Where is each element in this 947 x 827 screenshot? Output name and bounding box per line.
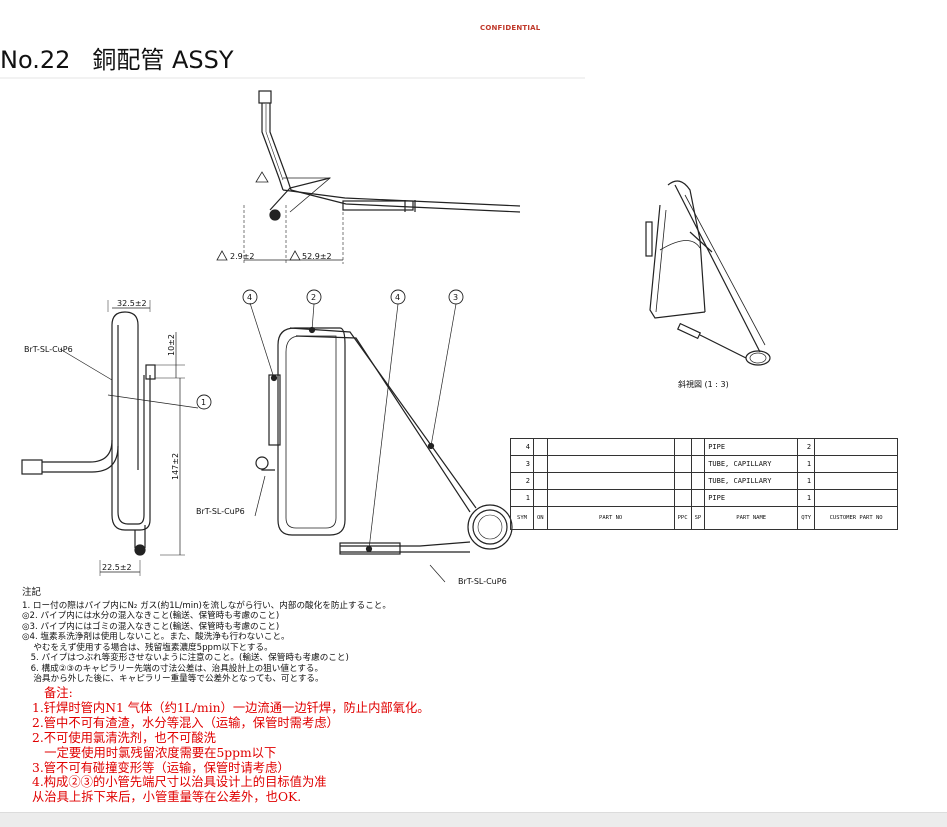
title-number: No.22 <box>0 46 71 74</box>
notes-cn-line: 一定要使用时氯残留浓度需要在5ppm以下 <box>32 745 277 760</box>
notes-jp-heading: 注記 <box>22 587 42 598</box>
table-header-row: SYM ON PART NO PPC SP PART NAME QTY CUST… <box>510 506 899 530</box>
notes-cn-line: 从治具上拆下来后，小管重量等在公差外，也OK. <box>32 790 302 805</box>
table-row: 1 PIPE 1 <box>510 489 899 507</box>
front-view <box>216 90 521 264</box>
notes-jp-line: ◎4. 塩素系洗浄剤は使用しないこと。また、酸洗浄も行わないこと。 <box>22 632 290 642</box>
notes-cn-line: 4.构成②③的小管先端尺寸以治具设计上的目标值为准 <box>32 775 327 790</box>
dim-front-2: 52.9±2 <box>302 252 332 261</box>
confidential-mark: CONFIDENTIAL <box>480 24 541 32</box>
notes-jp-line: 1. ロー付の際はパイプ内にN₂ ガス(約1L/min)を流しながら行い、内部の… <box>22 600 391 611</box>
notes-jp-line: ◎2. パイプ内には水分の混入なきこと(輸送、保管時も考慮のこと) <box>22 611 280 621</box>
viewer-bottom-bar <box>0 812 947 827</box>
iso-caption: 斜視図 (1 : 3) <box>678 379 729 389</box>
notes-japanese: 注記 1. ロー付の際はパイプ内にN₂ ガス(約1L/min)を流しながら行い、… <box>22 587 391 685</box>
notes-jp-line: 治具から外した後に、キャピラリー重量等で公差外となっても、可とする。 <box>22 674 324 684</box>
table-row: 2 TUBE, CAPILLARY 1 <box>510 472 899 490</box>
notes-jp-line: やむをえず使用する場合は、残留塩素濃度5ppm以下とする。 <box>22 642 273 653</box>
notes-cn-line: 2.管中不可有渣渣，水分等混入（运输，保管时需考虑） <box>32 715 339 730</box>
plan-view <box>249 302 513 583</box>
dim-left-top: 32.5±2 <box>117 299 147 308</box>
notes-jp-line: 6. 構成②③のキャピラリー先端の寸法公差は、治具設計上の狙い値とする。 <box>22 663 324 674</box>
page-title: No.22 銅配管 ASSY <box>0 40 234 75</box>
dim-front-1: 2.9±2 <box>230 252 255 261</box>
balloon-2: 2 <box>311 293 316 302</box>
balloon-4a: 4 <box>247 293 252 302</box>
table-row: 4 PIPE 2 <box>510 438 899 456</box>
dim-left-bottom: 22.5±2 <box>102 563 132 572</box>
dim-left-v1: 10±2 <box>167 334 176 356</box>
brazing-label-right: BrT-SL-CuP6 <box>458 577 507 586</box>
notes-cn-line: 2.不可使用氯清洗剂，也不可酸洗 <box>32 730 216 745</box>
balloon-4b: 4 <box>395 293 400 302</box>
left-view <box>21 300 199 576</box>
dim-left-v2: 147±2 <box>171 453 180 480</box>
notes-chinese: 备注: 1.钎焊时管内N1 气体（约1L/min）一边流通一边钎焊，防止内部氧化… <box>32 686 430 805</box>
notes-cn-heading: 备注: <box>44 686 73 700</box>
balloon-1: 1 <box>201 398 206 407</box>
notes-jp-line: 5. パイプはつぶれ等変形させないように注意のこと。(輸送、保管時も考慮のこと) <box>22 653 349 663</box>
notes-cn-line: 3.管不可有碰撞变形等（运输，保管时请考虑） <box>32 760 290 775</box>
notes-cn-line: 1.钎焊时管内N1 气体（约1L/min）一边流通一边钎焊，防止内部氧化。 <box>32 700 430 715</box>
bom-table: 4 PIPE 2 3 TUBE, CAPILLARY 1 2 TUBE, CAP… <box>510 438 899 530</box>
table-row: 3 TUBE, CAPILLARY 1 <box>510 455 899 473</box>
title-name: 銅配管 ASSY <box>92 46 234 74</box>
balloon-3: 3 <box>453 293 458 302</box>
notes-jp-line: ◎3. パイプ内にはゴミの混入なきこと(輸送、保管時も考慮のこと) <box>22 621 280 632</box>
brazing-label-left: BrT-SL-CuP6 <box>24 345 73 354</box>
isometric-view <box>645 180 771 366</box>
brazing-label-middle: BrT-SL-CuP6 <box>196 507 245 516</box>
